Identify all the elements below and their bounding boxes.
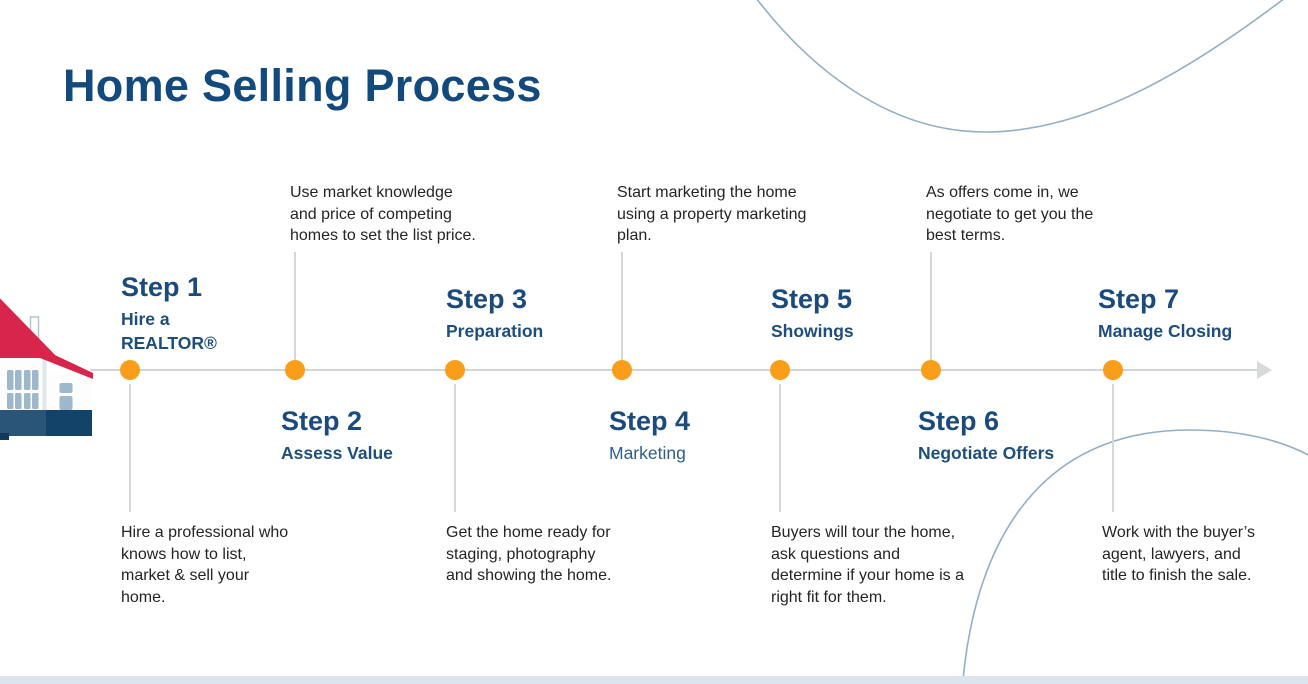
house-base-step bbox=[0, 433, 9, 440]
step-2-heading: Step 2 bbox=[281, 406, 363, 436]
step-5-heading: Step 5 bbox=[771, 284, 853, 314]
step-5-dot bbox=[770, 360, 790, 380]
step-4-sublabel: Marketing bbox=[609, 443, 686, 463]
timeline-arrow-icon bbox=[1257, 361, 1272, 379]
step-3-heading: Step 3 bbox=[446, 284, 528, 314]
step-1-label: Step 1 Hire a REALTOR® bbox=[121, 272, 217, 355]
step-2-description: Use market knowledge and price of compet… bbox=[290, 184, 476, 244]
step-4-label: Step 4 Marketing bbox=[609, 406, 690, 465]
step-3-label: Step 3 Preparation bbox=[446, 284, 543, 343]
step-6-label: Step 6 Negotiate Offers bbox=[918, 406, 1054, 465]
step-6-heading: Step 6 bbox=[918, 406, 1000, 436]
page-title: Home Selling Process bbox=[63, 60, 542, 111]
step-3-description: Get the home ready for staging, photogra… bbox=[446, 524, 612, 584]
step-1-sublabel: Hire a REALTOR® bbox=[121, 309, 217, 353]
step-5-connector bbox=[779, 384, 781, 512]
step-3-sublabel: Preparation bbox=[446, 321, 544, 341]
step-4-connector bbox=[621, 252, 623, 362]
step-5-sublabel: Showings bbox=[771, 321, 854, 341]
house-base-right bbox=[46, 410, 92, 436]
step-6-connector bbox=[930, 252, 932, 362]
step-5-description: Buyers will tour the home, ask questions… bbox=[771, 524, 964, 606]
house-wall-main bbox=[0, 357, 46, 412]
step-3-connector bbox=[454, 384, 456, 512]
house-base-left bbox=[0, 410, 46, 436]
step-2-connector bbox=[294, 252, 296, 362]
step-6-dot bbox=[921, 360, 941, 380]
step-7-connector bbox=[1112, 384, 1114, 512]
house-icon bbox=[0, 298, 93, 440]
step-1-connector bbox=[129, 384, 131, 512]
step-1-dot bbox=[120, 360, 140, 380]
step-2-dot bbox=[285, 360, 305, 380]
step-4-description: Start marketing the home using a propert… bbox=[617, 184, 807, 244]
step-3-dot bbox=[445, 360, 465, 380]
house-corner-trim bbox=[42, 357, 47, 412]
step-4-heading: Step 4 bbox=[609, 406, 691, 436]
footer-bar bbox=[0, 676, 1308, 684]
house-windows bbox=[7, 370, 73, 410]
roof-right-icon bbox=[40, 348, 93, 379]
timeline bbox=[90, 369, 1258, 371]
step-2-label: Step 2 Assess Value bbox=[281, 406, 393, 465]
step-7-description: Work with the buyer’s agent, lawyers, an… bbox=[1102, 524, 1255, 584]
step-7-sublabel: Manage Closing bbox=[1098, 321, 1233, 341]
step-5-label: Step 5 Showings bbox=[771, 284, 854, 343]
step-7-dot bbox=[1103, 360, 1123, 380]
step-1-heading: Step 1 bbox=[121, 272, 203, 302]
step-7-label: Step 7 Manage Closing bbox=[1098, 284, 1232, 343]
step-2-sublabel: Assess Value bbox=[281, 443, 393, 463]
step-4-dot bbox=[612, 360, 632, 380]
step-6-description: As offers come in, we negotiate to get y… bbox=[926, 184, 1094, 244]
step-7-heading: Step 7 bbox=[1098, 284, 1180, 314]
decorative-curve-top-icon bbox=[756, 0, 1284, 133]
roof-main-icon bbox=[0, 298, 58, 358]
step-1-description: Hire a professional who knows how to lis… bbox=[121, 524, 289, 606]
step-6-sublabel: Negotiate Offers bbox=[918, 443, 1055, 463]
